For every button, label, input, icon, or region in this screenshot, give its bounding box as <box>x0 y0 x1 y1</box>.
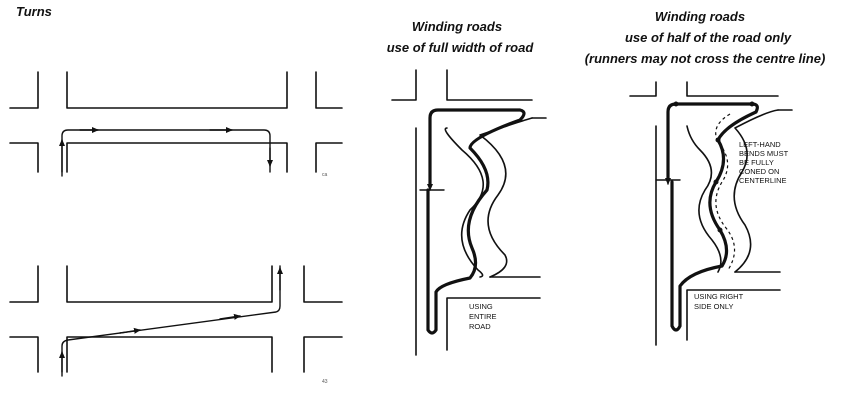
half-road-route <box>655 101 759 332</box>
bend-note-line3: BE FULLY <box>739 158 774 167</box>
turns-panel: Turns ca <box>9 4 343 385</box>
half-road-roads <box>629 81 793 346</box>
bend-note-line2: BENDS MUST <box>739 149 789 158</box>
turns-title: Turns <box>16 4 52 19</box>
full-width-note-line3: ROAD <box>469 322 491 331</box>
bend-note-line4: CONED ON <box>739 167 779 176</box>
side-note-line2: SIDE ONLY <box>694 302 733 311</box>
full-width-title-line1: Winding roads <box>412 19 502 34</box>
full-width-route <box>419 108 526 335</box>
side-note-line1: USING RIGHT <box>694 292 744 301</box>
lower-intersection-roads <box>9 265 343 373</box>
full-width-note-line1: USING <box>469 302 493 311</box>
full-width-note-line2: ENTIRE <box>469 312 497 321</box>
half-road-title-line3: (runners may not cross the centre line) <box>585 51 826 66</box>
half-road-title-line1: Winding roads <box>655 9 745 24</box>
half-road-title-line2: use of half of the road only <box>625 30 792 45</box>
full-width-title-line2: use of full width of road <box>387 40 535 55</box>
half-road-panel: Winding roads use of half of the road on… <box>585 9 826 346</box>
upper-turn-route <box>59 127 273 177</box>
page-mark-lower: 43 <box>322 379 328 385</box>
upper-intersection-roads <box>9 71 343 173</box>
lower-diagonal-route <box>59 265 283 377</box>
bend-note-line1: LEFT-HAND <box>739 140 781 149</box>
bend-note-line5: CENTERLINE <box>739 176 787 185</box>
full-width-roads <box>391 69 547 356</box>
full-width-panel: Winding roads use of full width of road … <box>387 19 547 356</box>
page-mark-upper: ca <box>322 172 328 178</box>
